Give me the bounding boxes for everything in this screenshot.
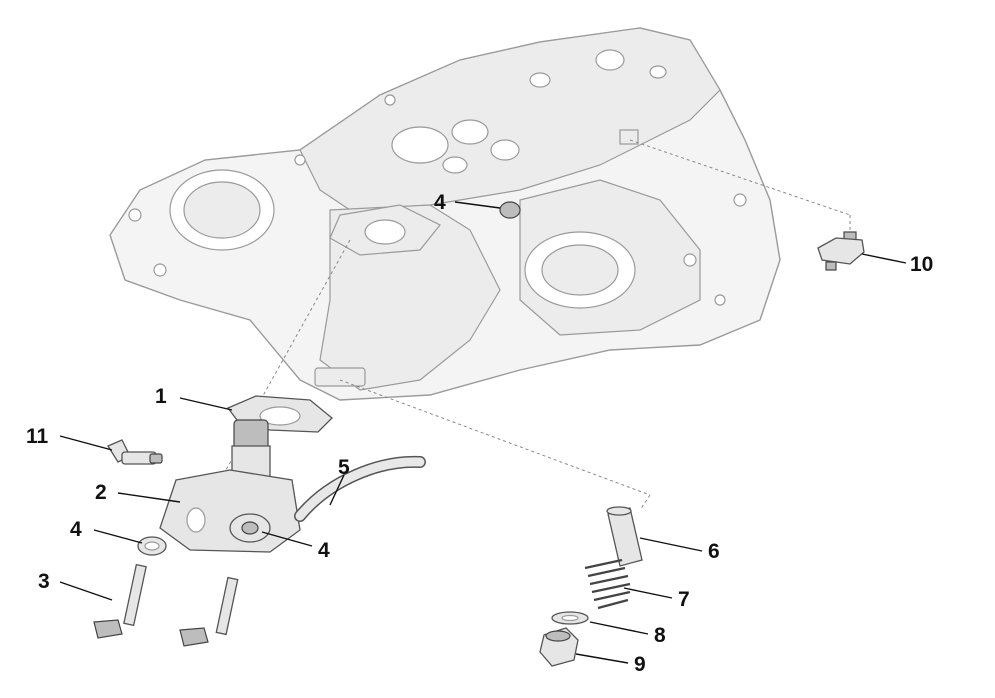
callout-6: 6: [708, 540, 720, 563]
oil-fitting: [107, 439, 163, 465]
callout-8: 8: [654, 624, 666, 647]
relief-valve-plunger: [606, 506, 643, 567]
callout-10: 10: [910, 253, 933, 276]
pump-bolt-left: [93, 563, 147, 639]
callout-5: 5: [338, 456, 350, 479]
callouts: 1 2 3 4 4 4 5 6 7 8 9 10 11: [26, 191, 933, 676]
oil-pump: [137, 419, 301, 556]
oil-pipe: [294, 455, 426, 522]
callout-4-case: 4: [434, 191, 446, 214]
callout-4-pump: 4: [318, 539, 330, 562]
relief-valve-spring: [584, 558, 631, 610]
spring-washer: [551, 611, 589, 625]
callout-11: 11: [26, 425, 49, 448]
relief-valve-plug: [539, 627, 579, 667]
callout-9: 9: [634, 653, 646, 676]
callout-2: 2: [95, 481, 107, 504]
callout-3: 3: [38, 570, 50, 593]
crankcase: [109, 27, 781, 401]
callout-7: 7: [678, 588, 690, 611]
assembly-lines: [219, 139, 851, 511]
pump-bolt-right: [179, 576, 239, 647]
leader-lines: [59, 201, 907, 664]
oil-pressure-switch: [817, 231, 865, 271]
callout-4-washer: 4: [70, 518, 82, 541]
callout-1: 1: [155, 385, 167, 408]
